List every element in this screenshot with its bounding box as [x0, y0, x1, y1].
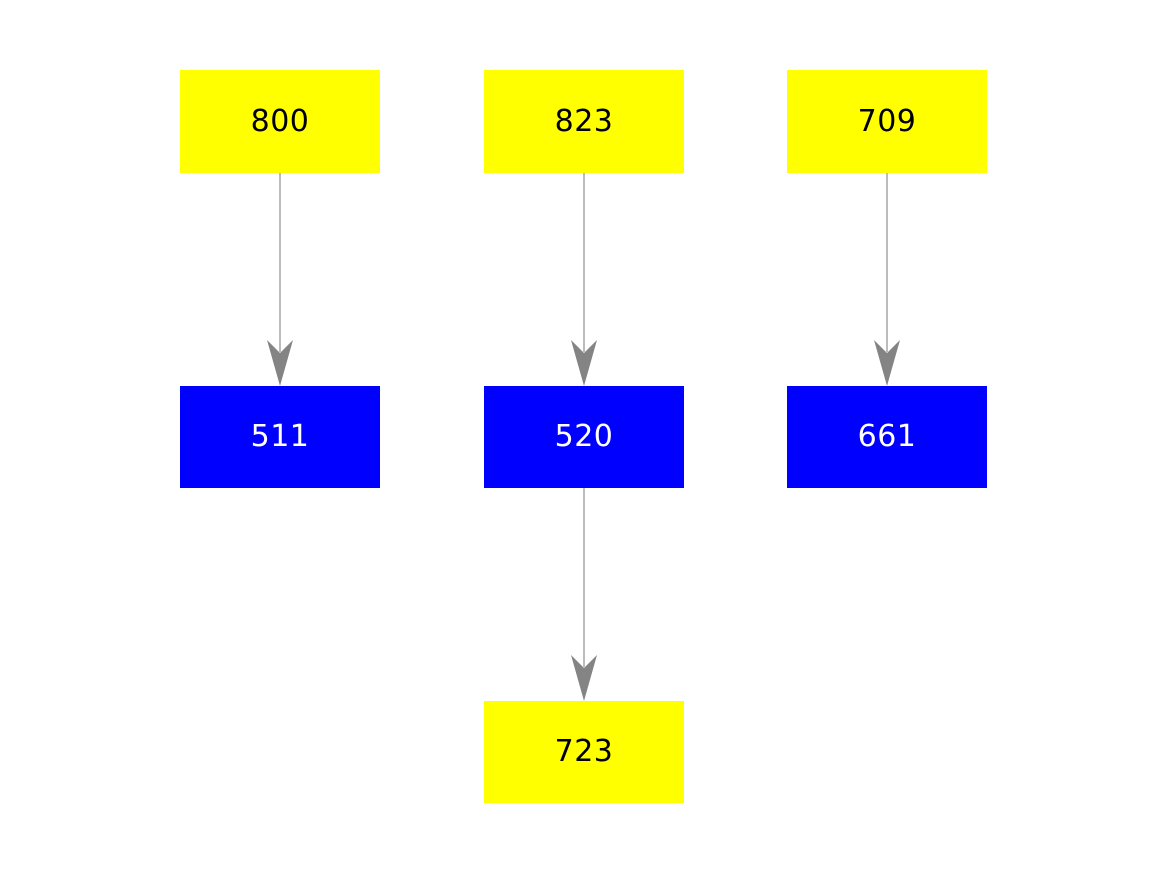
node-label: 723	[554, 734, 614, 769]
node-511: 511	[180, 386, 380, 488]
node-label: 709	[857, 103, 917, 139]
node-label: 800	[250, 103, 310, 139]
node-661: 661	[787, 386, 987, 488]
edge-709-661	[874, 173, 900, 386]
edge-823-520	[571, 173, 597, 386]
node-label: 520	[554, 419, 614, 454]
node-label: 511	[250, 419, 310, 454]
node-723: 723	[484, 701, 684, 803]
node-709: 709	[787, 70, 987, 173]
node-label: 661	[857, 419, 917, 454]
node-800: 800	[180, 70, 380, 173]
node-label: 823	[554, 103, 614, 139]
node-520: 520	[484, 386, 684, 488]
edge-800-511	[267, 173, 293, 386]
node-823: 823	[484, 70, 684, 173]
edge-520-723	[571, 488, 597, 701]
